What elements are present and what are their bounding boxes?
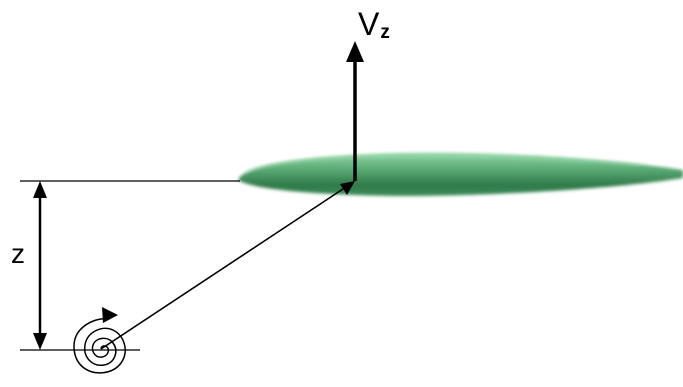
spiral-vortex-icon xyxy=(73,318,126,374)
airfoil xyxy=(238,152,683,196)
velocity-arrow xyxy=(346,41,364,181)
velocity-label: Vz xyxy=(358,6,390,43)
distance-label: z xyxy=(11,238,25,269)
velocity-arrowhead xyxy=(346,41,364,62)
velocity-label-subscript: z xyxy=(380,22,390,43)
radius-arrowhead xyxy=(340,181,355,195)
distance-arrowhead-bottom xyxy=(33,333,47,350)
radius-arrow xyxy=(100,181,355,350)
airfoil-shape xyxy=(238,152,683,196)
airfoil-highlight xyxy=(245,154,641,173)
rotation-arrowhead-icon xyxy=(102,307,118,323)
distance-arrow xyxy=(33,181,47,350)
velocity-label-main: V xyxy=(358,6,380,42)
distance-arrowhead-top xyxy=(33,181,47,198)
